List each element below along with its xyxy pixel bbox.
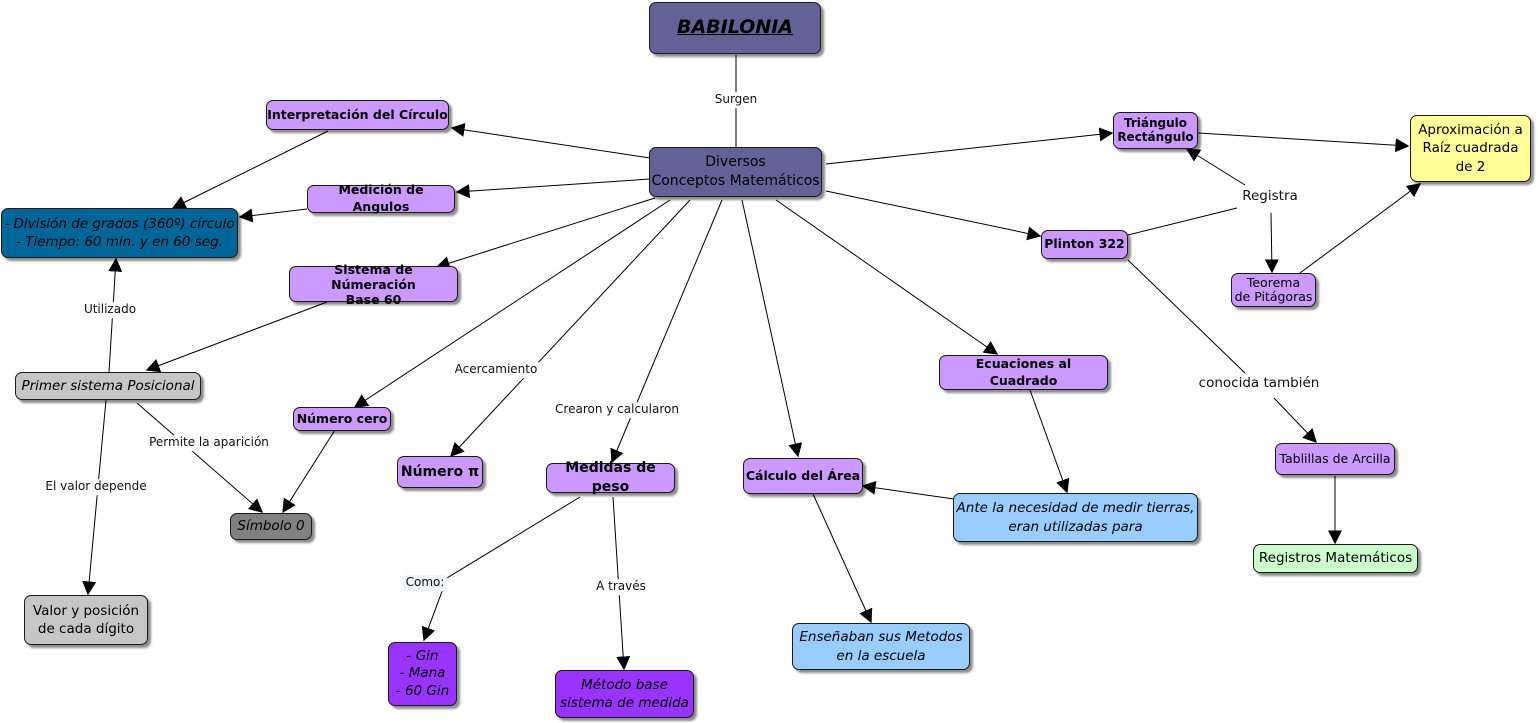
edge-diversos-pi <box>450 199 691 458</box>
edge-sistema-primer <box>145 301 328 373</box>
node-valor-posicion[interactable]: Valor y posición de cada dígito <box>24 595 148 645</box>
node-ante-necesidad[interactable]: Ante la necesidad de medir tierras, eran… <box>953 493 1198 542</box>
node-gin-mana[interactable]: - Gin - Mana - 60 Gin <box>388 642 457 706</box>
node-tablillas-arcilla[interactable]: Tablillas de Arcilla <box>1275 443 1395 475</box>
node-medicion-angulos[interactable]: Medición de Angulos <box>307 182 455 214</box>
edge-diversos-plinton <box>825 190 1042 241</box>
edge-triangulo-aproximacion <box>1197 132 1410 153</box>
node-medidas-peso[interactable]: Medidas de peso <box>546 460 675 495</box>
edge-diversos-medicion <box>455 178 651 199</box>
edge-primer-simbolo <box>136 402 264 513</box>
link-label-crearon: Crearon y calcularon <box>552 402 682 418</box>
edge-diversos-triangulo <box>825 127 1114 165</box>
node-numero-cero[interactable]: Número cero <box>293 407 391 431</box>
node-simbolo-cero[interactable]: Símbolo 0 <box>230 513 312 540</box>
link-label-registra: Registra <box>1239 188 1301 206</box>
node-babilonia-title[interactable]: BABILONIA <box>649 2 821 54</box>
node-numero-pi[interactable]: Número π <box>397 456 483 488</box>
edge-diversos-ecuaciones <box>775 199 999 355</box>
link-label-a-traves: A través <box>593 579 649 595</box>
node-primer-sistema-posicional[interactable]: Primer sistema Posicional <box>15 372 201 400</box>
edge-conocida-tablillas <box>1273 397 1317 444</box>
node-teorema-pitagoras[interactable]: Teorema de Pitágoras <box>1231 273 1316 307</box>
link-label-utilizado: Utilizado <box>80 302 140 318</box>
link-label-conocida: conocida también <box>1195 375 1323 393</box>
link-label-como: Como: <box>402 575 448 591</box>
node-ensenaban-metodos[interactable]: Enseñaban sus Metodos en la escuela <box>792 623 970 670</box>
node-sistema-numeracion[interactable]: Sistema de Númeración Base 60 <box>289 262 458 307</box>
link-label-permite: Permite la aparición <box>146 435 272 451</box>
edge-diversos-calculo <box>741 199 803 458</box>
node-ecuaciones-cuadrado[interactable]: Ecuaciones al Cuadrado <box>939 355 1108 390</box>
node-interpretacion-circulo[interactable]: Interpretación del Círculo <box>266 100 449 130</box>
edge-cero-simbolo <box>282 429 336 514</box>
node-aproximacion-raiz[interactable]: Aproximación a Raíz cuadrada de 2 <box>1410 115 1531 182</box>
edge-medicion-division <box>238 208 308 223</box>
edge-teorema-aproximacion <box>1299 183 1422 274</box>
link-label-valor-depende: El valor depende <box>42 479 150 495</box>
edge-diversos-sistema <box>435 197 656 270</box>
link-label-acercamiento: Acercamiento <box>451 362 541 378</box>
edge-primer-valor <box>82 399 107 596</box>
node-metodo-base[interactable]: Método base sistema de medida <box>555 670 694 718</box>
edge-registra-triangulo <box>1185 148 1246 186</box>
edge-diversos-interpretacion <box>450 122 651 159</box>
link-label-surgen: Surgen <box>711 92 761 108</box>
edge-ante-calculo <box>861 480 955 500</box>
node-calculo-area[interactable]: Cálculo del Área <box>743 458 863 494</box>
edge-ecuaciones-ante <box>1029 389 1070 494</box>
edge-plinton-registra <box>1127 207 1238 236</box>
edge-plinton-tablillas <box>1127 259 1246 374</box>
node-division-grados[interactable]: - División de grados (360º) círculo - Ti… <box>1 208 238 258</box>
node-diversos-conceptos[interactable]: Diversos Conceptos Matemáticos <box>649 147 822 197</box>
edge-medidas-gin <box>421 496 581 642</box>
edge-diversos-cero <box>353 199 671 408</box>
node-plinton-322[interactable]: Plinton 322 <box>1041 230 1128 259</box>
node-registros-matematicos[interactable]: Registros Matemáticos <box>1253 544 1418 573</box>
edge-registra-teorema <box>1264 212 1279 274</box>
node-triangulo-rectangulo[interactable]: Triángulo Rectángulo <box>1113 112 1198 149</box>
edge-diversos-medidas <box>610 199 723 464</box>
edge-interpretacion-division <box>171 130 329 209</box>
edge-calculo-ensenaban <box>812 493 873 624</box>
